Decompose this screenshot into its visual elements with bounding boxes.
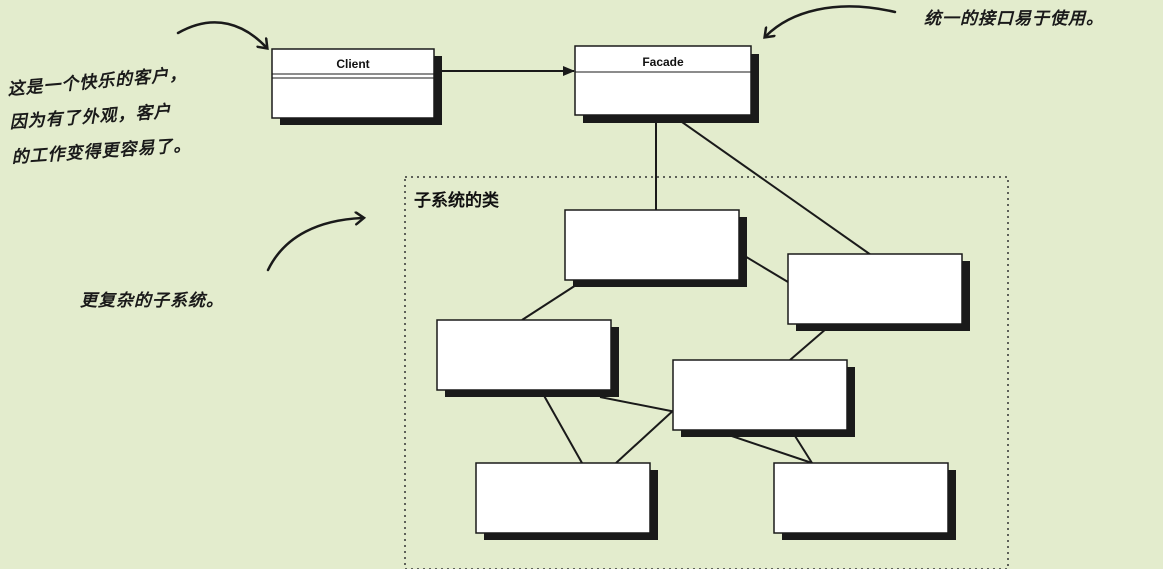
subsystem-note-text: 更复杂的子系统。	[80, 291, 224, 311]
facade-class-title: Facade	[642, 55, 684, 69]
subsystem-boundary	[404, 176, 1009, 569]
subsystem-class-b	[787, 253, 970, 331]
subsystem-d-to-e	[615, 407, 677, 464]
client-class-title: Client	[336, 57, 369, 71]
subsystem-class-f	[773, 462, 956, 540]
facade-to-subsystem-b	[671, 114, 872, 256]
client-class: Client	[271, 48, 442, 125]
annotation-arrows	[176, 5, 897, 272]
client-note-line-2: 因为有了外观，客户	[9, 102, 172, 133]
client-note-arrow	[176, 21, 266, 47]
subsystem-title: 子系统的类	[414, 190, 500, 211]
client-note-line-1: 这是一个快乐的客户，	[7, 64, 188, 100]
subsystem-class-c	[436, 319, 619, 397]
subsystem-class-d	[672, 359, 855, 437]
subsystem-note-arrow	[266, 218, 362, 272]
facade-class: Facade	[574, 45, 759, 123]
facade-note-text: 统一的接口易于使用。	[924, 9, 1104, 29]
client-note-line-3: 的工作变得更容易了。	[11, 135, 192, 168]
subsystem-class-e	[475, 462, 658, 540]
subsystem-c-to-e	[537, 384, 583, 464]
subsystem-c-to-d	[599, 396, 677, 413]
facade-note-arrow	[766, 5, 897, 36]
subsystem-class-a	[564, 209, 747, 287]
